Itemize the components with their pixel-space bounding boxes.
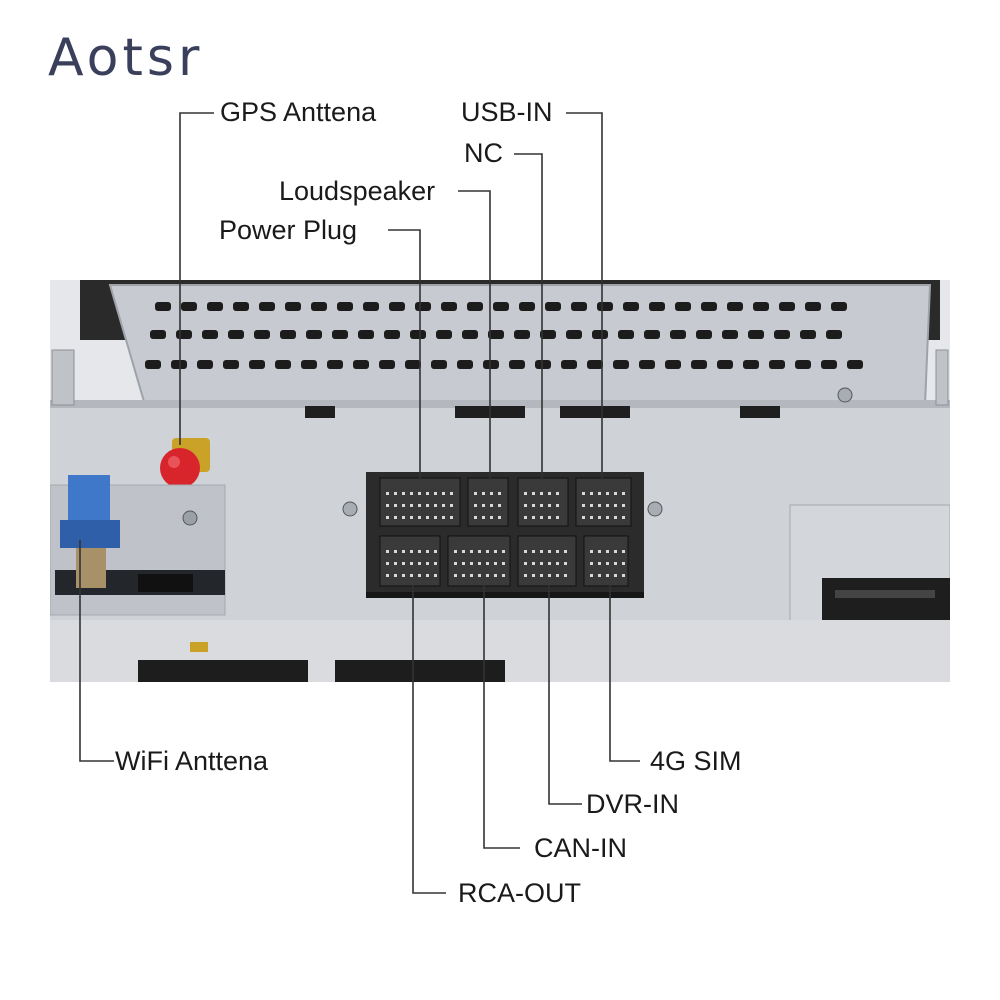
label-nc: NC bbox=[464, 138, 503, 168]
head-unit-rear-photo bbox=[50, 280, 950, 682]
label-4g-sim: 4G SIM bbox=[650, 746, 742, 776]
label-can-in: CAN-IN bbox=[534, 833, 627, 863]
label-dvr-in: DVR-IN bbox=[586, 789, 679, 819]
label-loudspeaker: Loudspeaker bbox=[279, 176, 436, 206]
harness-ports bbox=[379, 477, 632, 587]
label-gps-antenna: GPS Anttena bbox=[220, 97, 377, 127]
gps-connector bbox=[160, 438, 210, 488]
label-power-plug: Power Plug bbox=[219, 215, 358, 245]
label-rca-out: RCA-OUT bbox=[458, 878, 581, 908]
label-usb-in: USB-IN bbox=[461, 97, 553, 127]
label-wifi-antenna: WiFi Anttena bbox=[115, 746, 269, 776]
brand-logo: Aotsr bbox=[48, 28, 204, 88]
